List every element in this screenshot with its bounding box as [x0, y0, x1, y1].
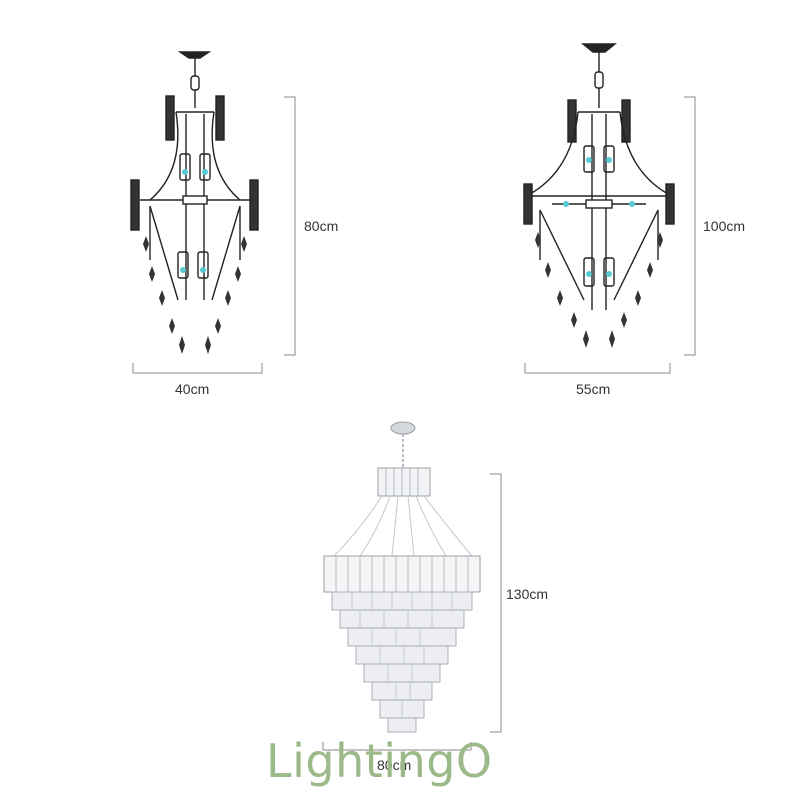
width-label-large: 80cm	[377, 757, 412, 773]
crystal-panel	[567, 99, 577, 143]
width-label-small: 40cm	[175, 381, 210, 397]
tier-facets	[351, 592, 453, 718]
height-label-large: 130cm	[506, 586, 549, 602]
bulb-highlights	[180, 169, 208, 273]
crystal-strands	[333, 495, 473, 557]
bulb-highlights	[563, 157, 635, 277]
height-label-small: 80cm	[304, 218, 339, 234]
chandelier-large	[323, 421, 481, 733]
crystal-panel	[130, 179, 140, 231]
crystal-panel	[621, 99, 631, 143]
chandelier-small	[130, 51, 259, 354]
brand-watermark: LightingO	[266, 734, 493, 788]
crystal-band-main	[323, 555, 481, 593]
crystal-panel	[215, 95, 225, 141]
crystal-panel	[165, 95, 175, 141]
height-label-medium: 100cm	[703, 218, 746, 234]
crystal-tiers	[331, 591, 473, 733]
crystal-band-top	[377, 467, 431, 497]
crystal-drops	[143, 236, 247, 354]
canopy	[581, 43, 617, 53]
dimension-lines-small	[132, 96, 296, 374]
dimension-lines-large	[322, 473, 502, 751]
crystal-panel	[249, 179, 259, 231]
crystal-panel	[523, 183, 533, 225]
crystal-panel	[665, 183, 675, 225]
chandelier-medium	[523, 43, 675, 348]
dimension-lines-medium	[524, 96, 696, 374]
width-label-medium: 55cm	[576, 381, 611, 397]
canopy	[177, 51, 212, 59]
crystal-drops	[535, 232, 663, 348]
